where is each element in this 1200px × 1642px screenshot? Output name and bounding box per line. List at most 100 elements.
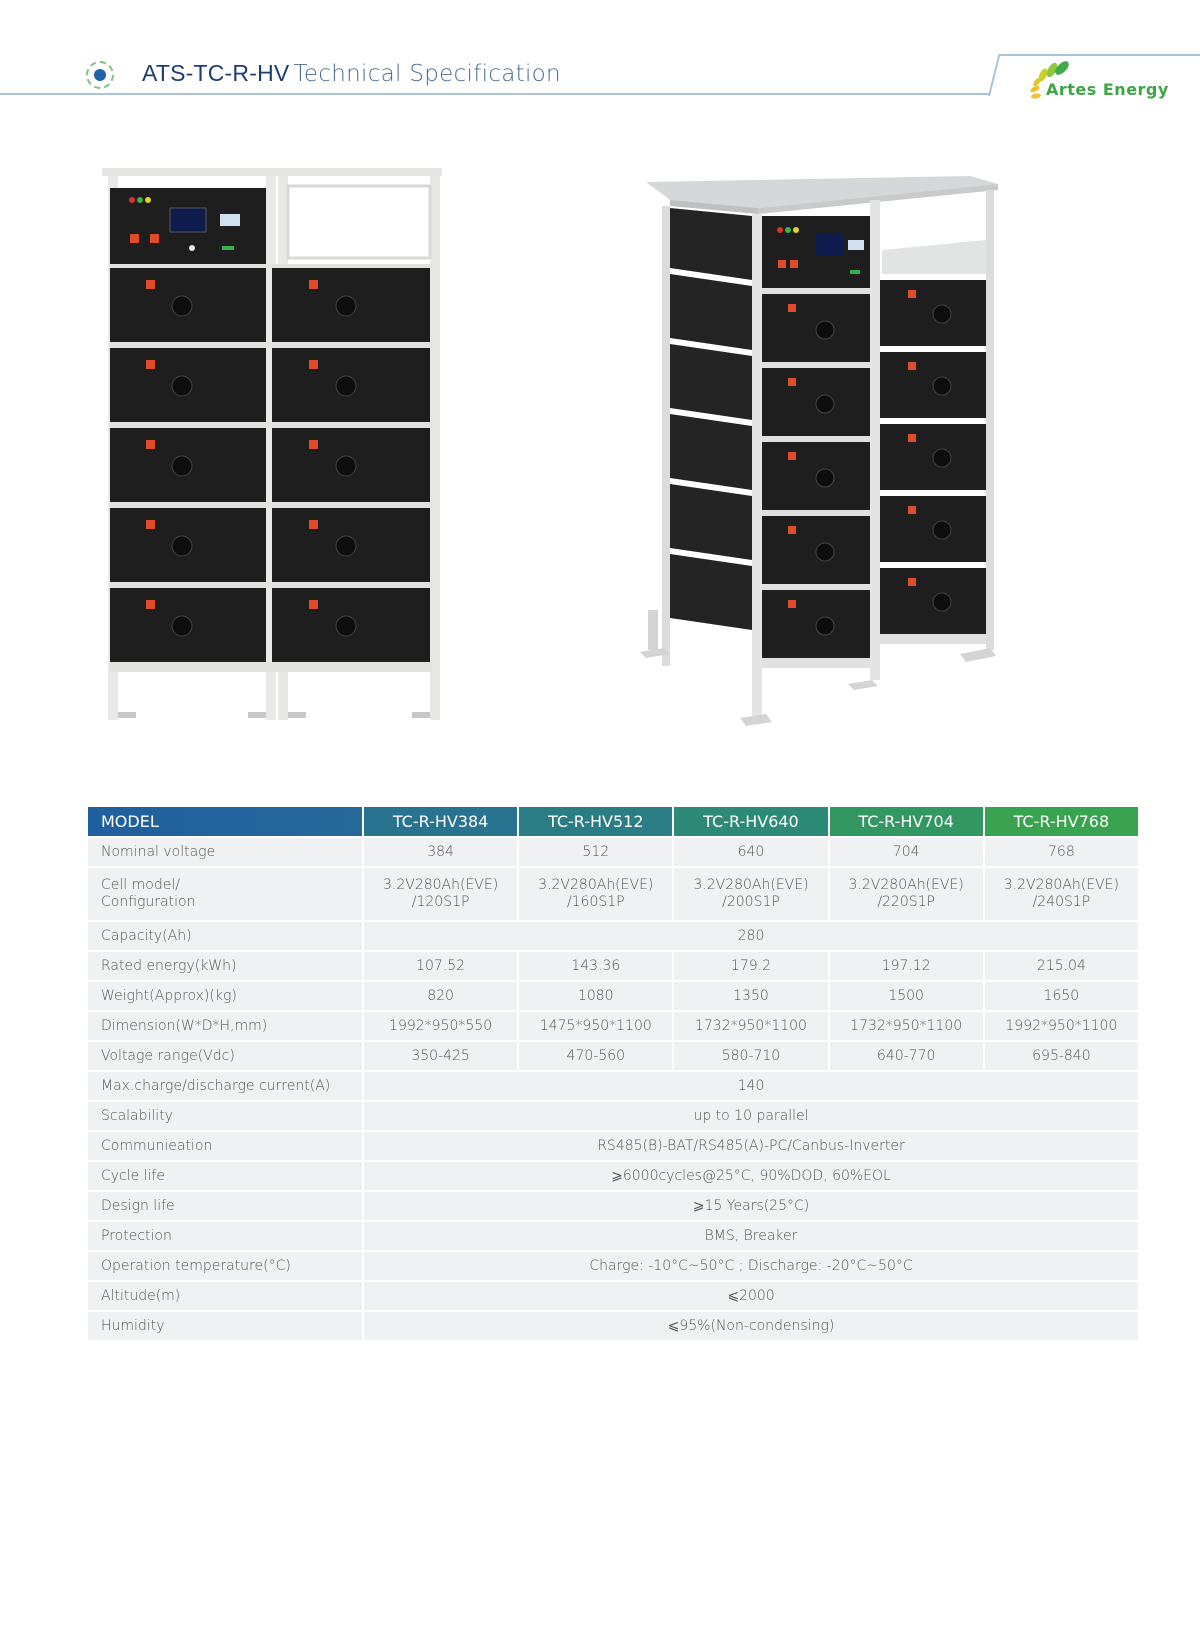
table-row: Cycle life ⩾6000cycles@25°C, 90%DOD, 60%… <box>88 1162 1138 1190</box>
cell-value: 512 <box>519 838 673 866</box>
cell-value: 695-840 <box>984 1042 1138 1070</box>
row-label: Scalability <box>88 1102 362 1130</box>
cell-value: 1650 <box>984 982 1138 1010</box>
merged-cell-value: RS485(B)-BAT/RS485(A)-PC/Canbus-Inverter <box>364 1132 1138 1160</box>
cell-line2: /240S1P <box>1032 894 1091 910</box>
cell-value: 1080 <box>519 982 673 1010</box>
cell-value: 704 <box>829 838 983 866</box>
cell-value: 1992*950*550 <box>364 1012 518 1040</box>
header-model-2: TC-R-HV512 <box>519 807 673 836</box>
row-label: Capacity(Ah) <box>88 922 362 950</box>
brand-logo: Artes Energy <box>1030 58 1195 108</box>
table-row: Communieation RS485(B)-BAT/RS485(A)-PC/C… <box>88 1132 1138 1160</box>
merged-cell-value: ⩽95%(Non-condensing) <box>364 1312 1138 1340</box>
row-label: Altitude(m) <box>88 1282 362 1310</box>
cell-value: 179.2 <box>674 952 828 980</box>
table-row: Nominal voltage 384 512 640 704 768 <box>88 838 1138 866</box>
row-label: Max.charge/discharge current(A) <box>88 1072 362 1100</box>
cell-value: 3.2V280Ah(EVE)/240S1P <box>984 868 1138 920</box>
merged-cell-value: 140 <box>364 1072 1138 1100</box>
row-label: Communieation <box>88 1132 362 1160</box>
cell-value: 350-425 <box>364 1042 518 1070</box>
cell-value: 640 <box>674 838 828 866</box>
cell-value: 3.2V280Ah(EVE)/160S1P <box>519 868 673 920</box>
table-row: Design life ⩾15 Years(25°C) <box>88 1192 1138 1220</box>
product-image-front-view <box>102 168 442 720</box>
cell-line1: 3.2V280Ah(EVE) <box>538 877 654 893</box>
cell-line2: /160S1P <box>566 894 625 910</box>
cell-value: 1732*950*1100 <box>674 1012 828 1040</box>
cell-value: 215.04 <box>984 952 1138 980</box>
table-row: Operation temperature(°C) Charge: -10°C~… <box>88 1252 1138 1280</box>
cell-value: 3.2V280Ah(EVE)/200S1P <box>674 868 828 920</box>
table-row: Weight(Approx)(kg) 820 1080 1350 1500 16… <box>88 982 1138 1010</box>
merged-cell-value: Charge: -10°C~50°C ; Discharge: -20°C~50… <box>364 1252 1138 1280</box>
cell-line1: 3.2V280Ah(EVE) <box>382 877 499 893</box>
row-label-line1: Cell model/ <box>101 877 180 893</box>
table-row: Humidity ⩽95%(Non-condensing) <box>88 1312 1138 1340</box>
header-model-1: TC-R-HV384 <box>364 807 518 836</box>
row-label: Protection <box>88 1222 362 1250</box>
table-row: Dimension(W*D*H,mm) 1992*950*550 1475*95… <box>88 1012 1138 1040</box>
row-label: Weight(Approx)(kg) <box>88 982 362 1010</box>
table-row: Protection BMS, Breaker <box>88 1222 1138 1250</box>
table-row: Altitude(m) ⩽2000 <box>88 1282 1138 1310</box>
cell-line2: /120S1P <box>411 894 470 910</box>
cell-value: 143.36 <box>519 952 673 980</box>
row-label: Dimension(W*D*H,mm) <box>88 1012 362 1040</box>
target-dot-icon <box>86 61 114 89</box>
table-row: Scalability up to 10 parallel <box>88 1102 1138 1130</box>
cell-value: 3.2V280Ah(EVE)/220S1P <box>829 868 983 920</box>
model-code: ATS-TC-R-HV <box>142 60 290 86</box>
merged-cell-value: up to 10 parallel <box>364 1102 1138 1130</box>
header-model-5: TC-R-HV768 <box>984 807 1138 836</box>
row-label: Humidity <box>88 1312 362 1340</box>
cell-value: 197.12 <box>829 952 983 980</box>
leaves-logo-icon <box>1030 61 1069 99</box>
header-divider <box>0 93 990 95</box>
title-text: Technical Specification <box>293 61 561 87</box>
table-row: Voltage range(Vdc) 350-425 470-560 580-7… <box>88 1042 1138 1070</box>
row-label: Operation temperature(°C) <box>88 1252 362 1280</box>
header-model-label: MODEL <box>88 807 362 836</box>
cell-line1: 3.2V280Ah(EVE) <box>1003 877 1119 893</box>
header-divider-slant <box>988 54 1001 96</box>
header-model-3: TC-R-HV640 <box>674 807 828 836</box>
merged-cell-value: BMS, Breaker <box>364 1222 1138 1250</box>
row-label: Rated energy(kWh) <box>88 952 362 980</box>
brand-name: Artes Energy <box>1046 80 1169 99</box>
row-label: Cycle life <box>88 1162 362 1190</box>
merged-cell-value: ⩽2000 <box>364 1282 1138 1310</box>
merged-cell-value: ⩾15 Years(25°C) <box>364 1192 1138 1220</box>
merged-cell-value: ⩾6000cycles@25°C, 90%DOD, 60%EOL <box>364 1162 1138 1190</box>
cell-value: 3.2V280Ah(EVE)/120S1P <box>364 868 518 920</box>
cell-value: 107.52 <box>364 952 518 980</box>
cell-line1: 3.2V280Ah(EVE) <box>693 877 809 893</box>
table-row: Capacity(Ah) 280 <box>88 922 1138 950</box>
cell-value: 1732*950*1100 <box>829 1012 983 1040</box>
table-header-row: MODEL TC-R-HV384 TC-R-HV512 TC-R-HV640 T… <box>88 807 1138 836</box>
cell-value: 640-770 <box>829 1042 983 1070</box>
header-divider-top <box>1000 54 1200 56</box>
cell-value: 1350 <box>674 982 828 1010</box>
row-label-line2: Configuration <box>101 894 196 910</box>
table-row: Max.charge/discharge current(A) 140 <box>88 1072 1138 1100</box>
product-image-angled-view <box>640 176 998 726</box>
cell-line2: /220S1P <box>877 894 935 910</box>
cell-value: 1500 <box>829 982 983 1010</box>
cell-value: 470-560 <box>519 1042 673 1070</box>
row-label: Nominal voltage <box>88 838 362 866</box>
table-row: Rated energy(kWh) 107.52 143.36 179.2 19… <box>88 952 1138 980</box>
row-label: Design life <box>88 1192 362 1220</box>
cell-value: 580-710 <box>674 1042 828 1070</box>
table-row: Cell model/ Configuration 3.2V280Ah(EVE)… <box>88 868 1138 920</box>
cell-value: 384 <box>364 838 518 866</box>
row-label: Cell model/ Configuration <box>88 868 362 920</box>
cell-value: 1992*950*1100 <box>984 1012 1138 1040</box>
cell-line2: /200S1P <box>722 894 780 910</box>
cell-line1: 3.2V280Ah(EVE) <box>848 877 964 893</box>
row-label: Voltage range(Vdc) <box>88 1042 362 1070</box>
header-model-4: TC-R-HV704 <box>829 807 983 836</box>
